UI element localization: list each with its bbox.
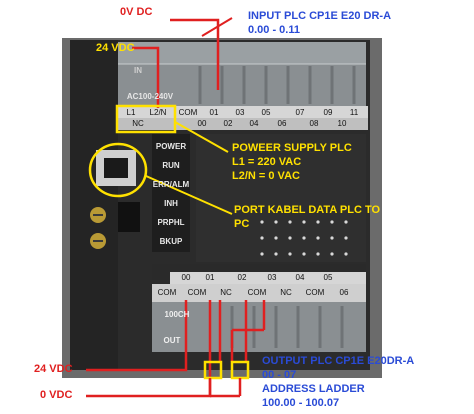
input-terminal-label: 09: [323, 108, 333, 117]
input-terminal-label: 04: [249, 119, 259, 128]
input-terminal-label: 08: [309, 119, 319, 128]
wire-0vdc-top: [170, 18, 220, 90]
input-terminal-label: 05: [261, 108, 271, 117]
output-terminal-label: 06: [339, 288, 349, 297]
indicator-run: RUN: [162, 161, 180, 170]
output-terminal-label: NC: [280, 288, 292, 297]
label-power-l2: L2/N = 0 VAC: [232, 170, 300, 182]
input-terminal-label: 11: [349, 108, 359, 117]
label-output-addr: ADDRESS LADDER: [262, 383, 365, 395]
expansion-cover: [196, 134, 366, 262]
label-0vdc-top: 0V DC: [120, 6, 153, 18]
label-power-title: POWEER SUPPLY PLC: [232, 142, 352, 154]
label-port-line1: PORT KABEL DATA PLC TO: [234, 204, 381, 216]
label-24vdc-bottom: 24 VDC: [34, 363, 73, 375]
output-terminal-label: COM: [247, 288, 267, 297]
label-port-line2: PC: [234, 218, 250, 230]
label-0vdc-bottom: 0 VDC: [40, 389, 73, 401]
label-24vdc-top: 24 VDC: [96, 42, 135, 54]
label-output-range: 00 - 07: [262, 369, 297, 381]
indicator-err-alm: ERR/ALM: [152, 180, 190, 189]
output-number-strip: [170, 272, 366, 284]
label-output-addr-range: 100.00 - 100.07: [262, 397, 340, 409]
output-terminal-label: COM: [305, 288, 325, 297]
input-terminal-label: L2/N: [149, 108, 167, 117]
output-terminal-label: 01: [205, 273, 215, 282]
output-terminal-strip: [152, 284, 366, 302]
input-terminal-label: COM: [178, 108, 198, 117]
input-terminal-label: L1: [126, 108, 136, 117]
indicator-inh: INH: [164, 199, 178, 208]
wire-24vdc-bottom: [86, 300, 188, 372]
power-callout-line: [174, 121, 229, 153]
output-terminal-label: 04: [295, 273, 305, 282]
input-terminal-label: 07: [295, 108, 305, 117]
usb-port-highlight: [88, 142, 148, 198]
input-terminal-label: 00: [197, 119, 207, 128]
output-terminal-label: COM: [187, 288, 207, 297]
wire-24vdc-top: [132, 46, 160, 108]
indicator-power: POWER: [155, 142, 187, 151]
supply-voltage-label: AC100-240V: [126, 92, 174, 101]
output-relay-1: [203, 360, 223, 380]
output-terminal-label: 02: [237, 273, 247, 282]
input-terminal-label: 10: [337, 119, 347, 128]
power-terminal-highlight: [115, 104, 177, 134]
label-input-title: INPUT PLC CP1E E20 DR-A: [248, 10, 392, 22]
in-label: IN: [134, 66, 142, 75]
output-terminal-cover: [152, 302, 366, 352]
indicator-prphl: PRPHL: [157, 218, 185, 227]
label-input-range: 0.00 - 0.11: [248, 24, 300, 36]
output-channel-label: 100CH: [164, 310, 190, 319]
output-terminal-label: 05: [323, 273, 333, 282]
input-terminal-label: 01: [209, 108, 219, 117]
input-terminal-label: 02: [223, 119, 233, 128]
indicator-bkup: BKUP: [159, 237, 183, 246]
label-output-title: OUTPUT PLC CP1E E20DR-A: [262, 355, 415, 367]
label-power-l1: L1 = 220 VAC: [232, 156, 302, 168]
out-label: OUT: [163, 336, 181, 345]
input-terminal-label: 06: [277, 119, 287, 128]
port-callout-line: [145, 175, 233, 215]
input-terminal-label: NC: [132, 119, 144, 128]
output-terminal-label: 03: [267, 273, 277, 282]
output-terminal-label: COM: [157, 288, 177, 297]
output-terminal-label: 00: [181, 273, 191, 282]
output-terminal-label: NC: [220, 288, 232, 297]
input-terminal-label: 03: [235, 108, 245, 117]
